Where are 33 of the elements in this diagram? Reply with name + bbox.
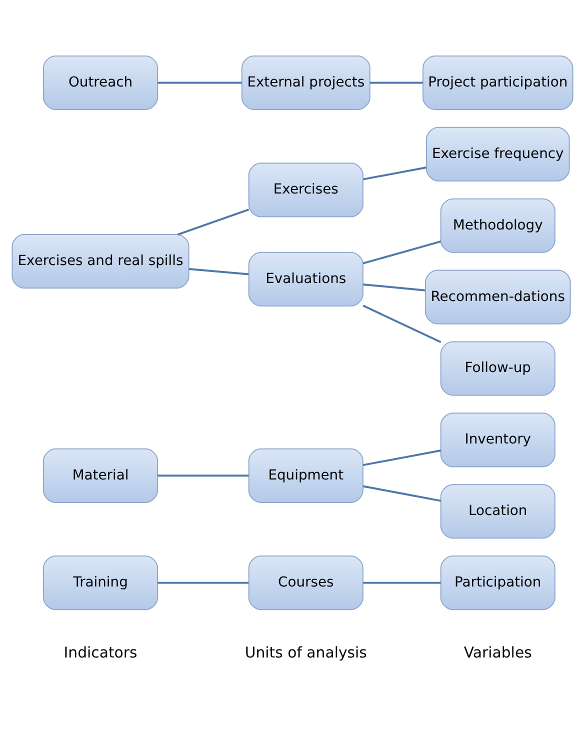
label: Units of analysis: [244, 644, 367, 662]
connector: [362, 240, 442, 264]
node-box: External projects: [241, 55, 370, 110]
node-box: Inventory: [440, 412, 556, 468]
connector: [178, 208, 250, 236]
label: Indicators: [64, 644, 138, 662]
node-box: Exercise frequency: [426, 126, 570, 182]
connector: [362, 166, 426, 180]
node-box: Training: [42, 556, 158, 610]
connector: [363, 582, 441, 584]
connector: [158, 82, 242, 84]
node-box: Material: [42, 448, 158, 503]
node-box: Location: [440, 484, 556, 539]
node-box: Courses: [248, 556, 364, 610]
node-box: Participation: [440, 556, 556, 610]
connector: [188, 268, 249, 276]
node-box: Evaluations: [248, 252, 364, 306]
node-box: Follow-up: [440, 341, 556, 396]
node-box: Recommen-dations: [424, 270, 571, 324]
connector: [370, 82, 423, 84]
node-box: Outreach: [42, 55, 158, 110]
connector: [158, 582, 249, 584]
node-box: Project participation: [422, 55, 574, 110]
connector: [362, 450, 441, 466]
connector: [363, 284, 426, 292]
label: Variables: [464, 644, 532, 662]
node-box: Exercises: [248, 162, 364, 218]
node-box: Equipment: [248, 448, 364, 503]
node-box: Methodology: [440, 198, 556, 253]
connector: [158, 474, 249, 477]
connector: [362, 485, 441, 502]
connector: [362, 304, 442, 344]
node-box: Exercises and real spills: [12, 234, 190, 289]
